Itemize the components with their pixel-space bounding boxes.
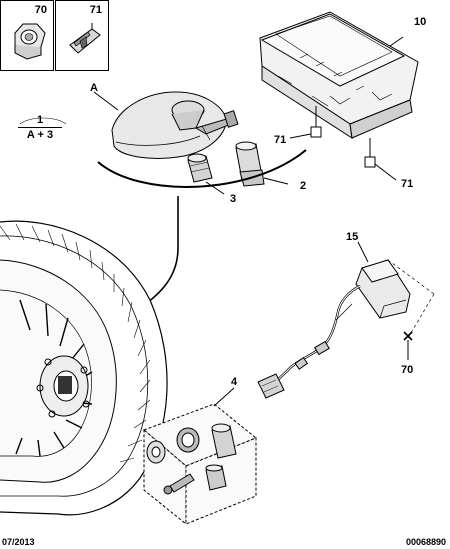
control-unit-drawing	[259, 11, 419, 157]
fraction-bar	[18, 127, 62, 128]
thumbnail-box-71: 71	[55, 0, 109, 71]
callout-repair-kit: 4	[231, 376, 238, 388]
clip-icon	[69, 23, 101, 54]
callout-clip-right: 71	[401, 178, 414, 190]
callout-harness: 15	[346, 231, 359, 243]
wheel-drawing	[0, 220, 168, 516]
assembly-note-denominator: A + 3	[26, 129, 54, 141]
callout-valve-cap: 3	[230, 193, 237, 205]
callout-valve-nut: 2	[300, 180, 307, 192]
pressure-sensor-drawing	[93, 91, 239, 159]
assembly-note: 1 A + 3	[12, 114, 68, 141]
assembly-note-numerator: 1	[36, 114, 44, 126]
footer-reference: 00068890	[405, 537, 446, 547]
footer-date: 07/2013	[2, 537, 35, 547]
thumbnail-ref-70: 70	[34, 4, 47, 16]
thumbnail-ref-71: 71	[89, 4, 102, 16]
hex-nut-icon	[14, 23, 46, 60]
thumbnail-box-70: 70	[0, 0, 54, 71]
callout-control-unit: 10	[414, 16, 427, 28]
callout-sensor: A	[90, 82, 98, 94]
valve-cap-drawing	[187, 153, 225, 195]
harness-drawing	[257, 241, 435, 399]
repair-kit-drawing	[143, 387, 257, 526]
callout-harness-nut: 70	[401, 364, 414, 376]
callout-clip-left: 71	[274, 134, 287, 146]
